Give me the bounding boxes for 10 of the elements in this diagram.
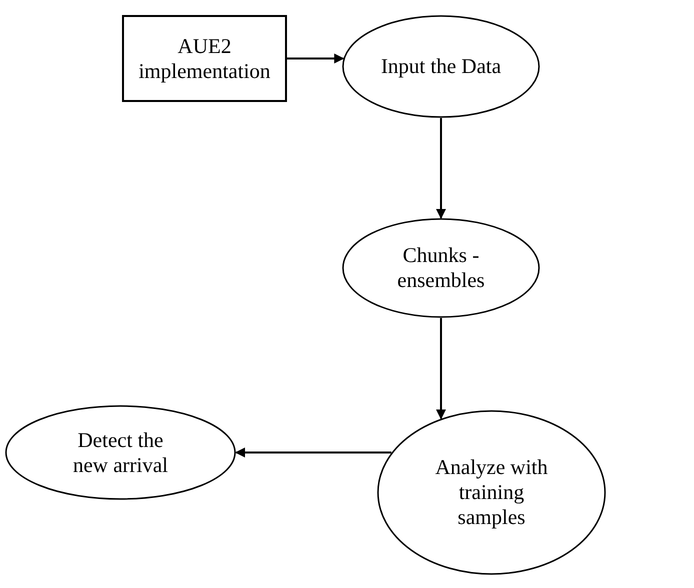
node-label: Analyze with training samples: [434, 455, 549, 530]
node-label: AUE2 implementation: [138, 34, 272, 84]
node-label: Detect the new arrival: [72, 428, 170, 478]
node-label: Input the Data: [380, 54, 502, 79]
arrow: [436, 118, 446, 219]
arrow: [235, 448, 392, 458]
arrow: [287, 54, 344, 64]
process-box: [122, 15, 287, 102]
arrow: [436, 318, 446, 420]
node-label: Chunks - ensembles: [396, 243, 486, 293]
